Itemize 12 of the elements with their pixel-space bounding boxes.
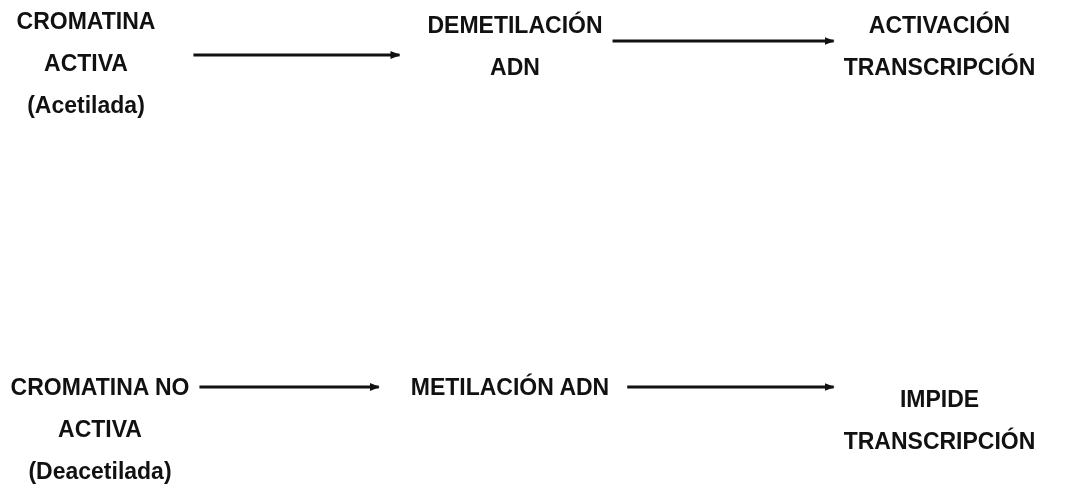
arrow <box>627 383 835 391</box>
node-label: (Acetilada) <box>27 91 145 120</box>
node-label: (Deacetilada) <box>28 457 172 486</box>
node-label: METILACIÓN ADN <box>410 372 610 402</box>
node-label: CROMATINA ACTIVA <box>15 7 157 78</box>
node-label: ACTIVACIÓN TRANSCRIPCIÓN <box>842 10 1037 82</box>
arrow <box>612 37 835 45</box>
node-label: DEMETILACIÓN ADN <box>426 10 604 82</box>
node-label: CROMATINA NO ACTIVA <box>9 373 191 444</box>
node-label: IMPIDE TRANSCRIPCIÓN <box>842 385 1037 456</box>
arrow <box>193 51 401 59</box>
arrow <box>199 383 380 391</box>
